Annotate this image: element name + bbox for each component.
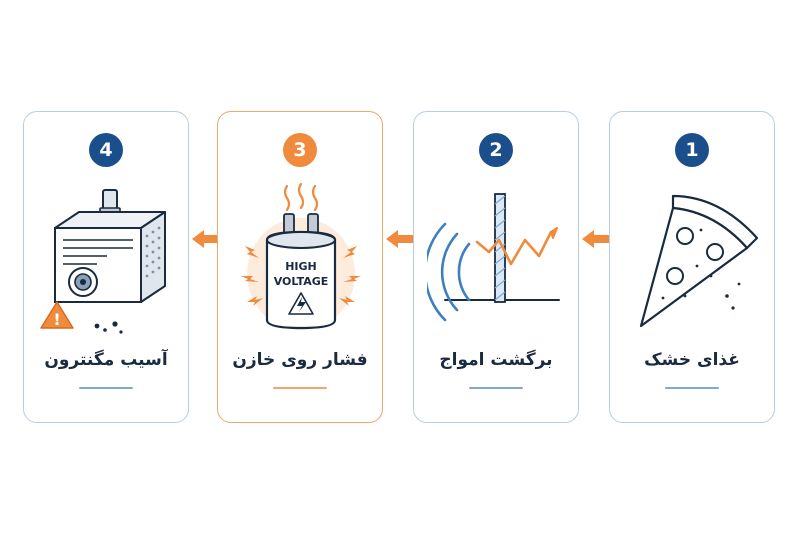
wave-reflection-icon <box>427 193 560 322</box>
high-voltage-capacitor-icon: HIGH VOLTAGE <box>241 182 361 330</box>
step-underline <box>469 387 523 389</box>
flow-arrow-left-icon <box>192 230 220 248</box>
step-label: آسیب مگنترون <box>44 350 168 370</box>
capacitor-voltage-text: VOLTAGE <box>274 275 329 288</box>
step-card-3: 3 HIGH VOLTAGE فشار روی خازن <box>217 111 383 423</box>
capacitor-high-text: HIGH <box>285 260 317 273</box>
step-card-1: 1 غذای خشک <box>609 111 775 423</box>
step-label: فشار روی خازن <box>232 350 368 370</box>
magnetron-damage-icon: ! <box>40 189 166 334</box>
flow-arrow-left-icon <box>582 230 610 248</box>
step-label: غذای خشک <box>644 350 740 370</box>
step-underline <box>79 387 133 389</box>
step-card-4: 4 <box>23 111 189 423</box>
step-underline <box>665 387 719 389</box>
flow-arrow-left-icon <box>386 230 414 248</box>
high-voltage-hazard-icon <box>288 292 314 315</box>
step-number-badge: 2 <box>479 133 513 167</box>
pizza-slice-icon <box>639 194 759 328</box>
step-label: برگشت امواج <box>439 350 553 370</box>
step-number-badge: 1 <box>675 133 709 167</box>
step-card-2: 2 برگشت امواج <box>413 111 579 423</box>
step-number-badge: 4 <box>89 133 123 167</box>
step-number-badge: 3 <box>283 133 317 167</box>
step-underline <box>273 387 327 389</box>
svg-text:!: ! <box>53 310 60 329</box>
